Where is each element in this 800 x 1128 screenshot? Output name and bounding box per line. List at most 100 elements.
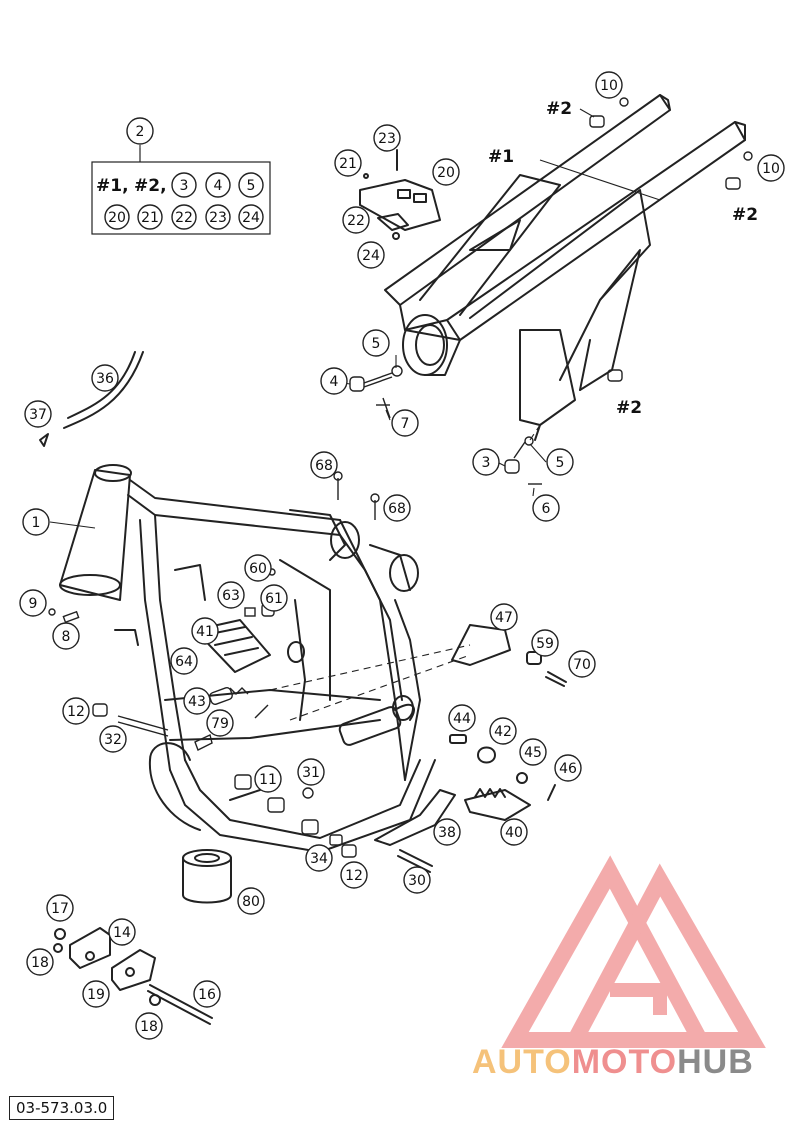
callout-12: 12 (62, 697, 90, 725)
callout-number: 46 (559, 761, 577, 777)
callout-80: 80 (237, 887, 265, 915)
callout-number: 23 (378, 131, 396, 147)
callout-number: 17 (51, 901, 69, 917)
callout-number: 30 (408, 873, 426, 889)
bushing-drawings (589, 97, 753, 382)
callout-number: 63 (222, 588, 240, 604)
callout-number: 36 (96, 371, 114, 387)
callout-11: 11 (254, 765, 282, 793)
callout-16: 16 (193, 980, 221, 1008)
callout-number: 14 (113, 925, 131, 941)
callout-20: 20 (432, 158, 460, 186)
callout-number: 8 (62, 629, 71, 645)
watermark-brand: AUTOMOTOHUB (472, 1043, 754, 1082)
callout-38: 38 (433, 818, 461, 846)
callout-number: 11 (259, 772, 277, 788)
callout-number: 12 (67, 704, 85, 720)
kit-line1-item: #2, (134, 176, 167, 196)
callout-number: 16 (198, 987, 216, 1003)
callout-layer: 1345567891010111212141617181819202122232… (19, 71, 785, 1040)
callout-number: 22 (347, 213, 365, 229)
callout-number: 43 (188, 694, 206, 710)
callout-number: 40 (505, 825, 523, 841)
callout-number: 70 (573, 657, 591, 673)
watermark-part-2: MOTO (571, 1043, 678, 1081)
watermark-part-1: AUTO (472, 1043, 572, 1081)
callout-number: 10 (600, 78, 618, 94)
callout-number: 6 (542, 501, 551, 517)
oil-filter-drawing (182, 849, 232, 904)
callout-number: 68 (315, 458, 333, 474)
assembly-label: #1 (488, 147, 514, 167)
watermark-logo-icon (501, 855, 766, 1048)
part-code: 03-573.03.0 (9, 1096, 115, 1120)
callout-23: 23 (373, 124, 401, 152)
callout-30: 30 (403, 866, 431, 894)
callout-64: 64 (170, 647, 198, 675)
callout-number: 45 (524, 745, 542, 761)
callout-61: 61 (260, 584, 288, 612)
bracket-drawing (359, 149, 441, 240)
callout-1: 1 (22, 508, 50, 536)
callout-number: 3 (482, 455, 491, 471)
callout-17: 17 (46, 894, 74, 922)
callout-number: 5 (556, 455, 565, 471)
callout-60: 60 (244, 554, 272, 582)
callout-70: 70 (568, 650, 596, 678)
hose-drawing (39, 351, 144, 447)
callout-number: 7 (401, 416, 410, 432)
callout-4: 4 (320, 367, 348, 395)
callout-59: 59 (531, 629, 559, 657)
callout-37: 37 (24, 400, 52, 428)
callout-number: 41 (196, 624, 214, 640)
kit-line1-item: 4 (214, 178, 223, 194)
kit-line1-item: 5 (247, 178, 256, 194)
callout-41: 41 (191, 617, 219, 645)
callout-number: 21 (339, 156, 357, 172)
callout-number: 47 (495, 610, 513, 626)
callout-34: 34 (305, 844, 333, 872)
callout-number: 59 (536, 636, 554, 652)
callout-number: 18 (140, 1019, 158, 1035)
callout-number: 79 (211, 716, 229, 732)
callout-number: 61 (265, 591, 283, 607)
callout-31: 31 (297, 758, 325, 786)
assembly-label: #2 (732, 205, 758, 225)
subframe-drawing (384, 94, 746, 441)
callout-7: 7 (391, 409, 419, 437)
callout-number: 18 (31, 955, 49, 971)
main-frame-drawing (59, 464, 436, 853)
kit-line1-item: 3 (180, 178, 189, 194)
callout-79: 79 (206, 709, 234, 737)
callout-43: 43 (183, 687, 211, 715)
dashed-leader-lines (269, 424, 541, 721)
callout-number: 9 (29, 596, 38, 612)
callout-19: 19 (82, 980, 110, 1008)
callout-42: 42 (489, 717, 517, 745)
callout-47: 47 (490, 603, 518, 631)
kit-callout: #1, #2, 3 4 5 20 21 22 23 24 2 (91, 117, 271, 235)
callout-18: 18 (26, 948, 54, 976)
callout-number: 1 (32, 515, 41, 531)
kit-line2-item: 24 (242, 210, 260, 226)
callout-24: 24 (357, 241, 385, 269)
assembly-label: #2 (546, 99, 572, 119)
callout-68: 68 (383, 494, 411, 522)
callout-number: 10 (762, 161, 780, 177)
callout-14: 14 (108, 918, 136, 946)
kit-line2-item: 22 (175, 210, 193, 226)
kit-line2-item: 20 (108, 210, 126, 226)
callout-number: 5 (372, 336, 381, 352)
assembly-labels: #1 #2 #2 #2 (488, 99, 758, 418)
callout-3: 3 (472, 448, 500, 476)
callout-36: 36 (91, 364, 119, 392)
callout-number: 80 (242, 894, 260, 910)
kit-line1-item: #1, (96, 176, 129, 196)
callout-40: 40 (500, 818, 528, 846)
callout-32: 32 (99, 725, 127, 753)
callout-number: 12 (345, 868, 363, 884)
assembly-label: #2 (616, 398, 642, 418)
callout-number: 60 (249, 561, 267, 577)
callout-number: 38 (438, 825, 456, 841)
